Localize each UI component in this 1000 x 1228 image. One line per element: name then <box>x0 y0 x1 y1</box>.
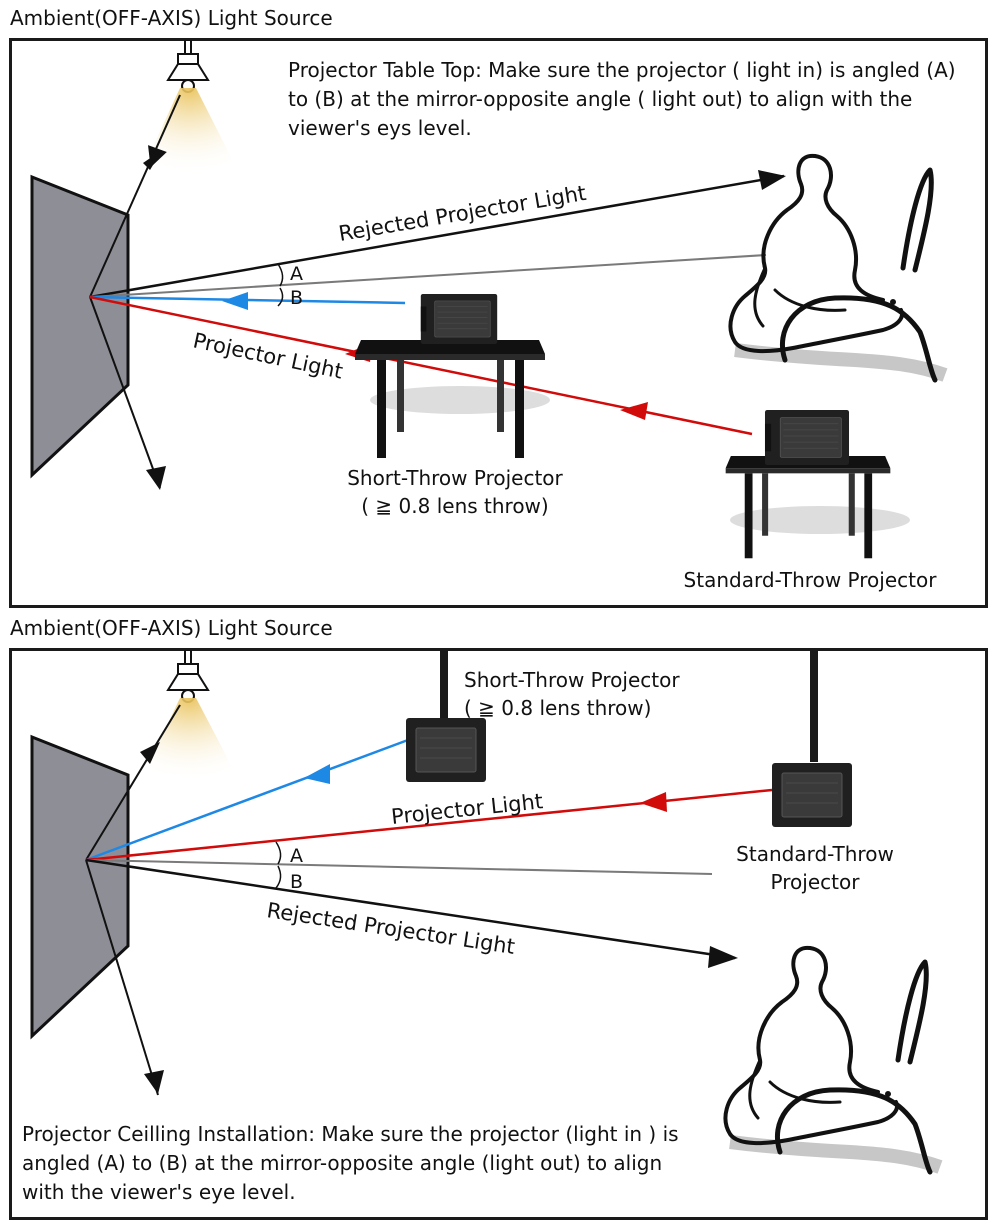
top-ambient-out-ray <box>89 296 161 489</box>
bottom-ambient-out-ray <box>85 859 159 1096</box>
bottom-short-throw-caption: Short-Throw Projector ( ≧ 0.8 lens throw… <box>464 666 704 722</box>
bottom-lamp-icon <box>140 650 240 782</box>
bottom-standard-throw-projector-icon <box>772 762 852 828</box>
bottom-rejected-label: Rejected Projector Light <box>265 898 516 959</box>
top-angle-arc-b <box>277 287 284 307</box>
bottom-screen-icon <box>30 734 130 1040</box>
bottom-angle-b: B <box>290 871 303 893</box>
bottom-instruction-text: Projector Ceilling Installation: Make su… <box>22 1122 679 1204</box>
bottom-short-throw-projector-icon <box>406 718 486 782</box>
bottom-section-label: Ambient(OFF-AXIS) Light Source <box>10 616 333 640</box>
top-standard-throw-projector-icon <box>764 410 850 465</box>
top-instruction-text: Projector Table Top: Make sure the proje… <box>288 58 956 140</box>
bottom-standard-throw-title: Standard-Throw <box>736 842 894 866</box>
top-standard-throw-caption: Standard-Throw Projector <box>683 568 937 592</box>
bottom-standard-throw-pole <box>810 650 818 762</box>
bottom-panel <box>9 648 988 1220</box>
top-ambient-in-ray <box>89 94 181 298</box>
bottom-viewer-axis <box>85 859 713 875</box>
bottom-rejected-light <box>85 858 736 960</box>
top-angle-a: A <box>290 263 303 285</box>
bottom-short-throw-title: Short-Throw Projector <box>464 668 680 692</box>
top-rejected-light <box>89 174 785 299</box>
top-panel <box>9 38 988 608</box>
top-section-label: Ambient(OFF-AXIS) Light Source <box>10 6 333 30</box>
bottom-short-throw-subtitle: ( ≧ 0.8 lens throw) <box>464 696 652 720</box>
top-rejected-label: Rejected Projector Light <box>337 181 588 246</box>
bottom-standard-throw-caption: Standard-Throw Projector <box>712 840 918 896</box>
bottom-standard-throw-subtitle: Projector <box>770 870 860 894</box>
bottom-projector-light-label: Projector Light <box>390 789 544 829</box>
top-angle-b: B <box>290 287 303 309</box>
bottom-short-throw-pole <box>440 650 448 720</box>
bottom-angle-arc-a <box>275 841 282 865</box>
top-short-throw-subtitle: ( ≧ 0.8 lens throw) <box>361 494 549 518</box>
top-screen-icon <box>30 174 130 479</box>
top-short-throw-projector-icon <box>420 294 498 344</box>
bottom-viewer-icon <box>725 948 940 1172</box>
top-short-throw-table-icon <box>355 340 550 458</box>
top-viewer-axis <box>89 254 767 298</box>
bottom-ambient-in-ray <box>85 704 181 861</box>
bottom-angle-a: A <box>290 845 303 867</box>
top-short-throw-caption: Short-Throw Projector ( ≧ 0.8 lens throw… <box>320 464 590 520</box>
bottom-angle-arc-b <box>275 865 282 889</box>
top-angle-arc-a <box>277 263 284 287</box>
bottom-short-throw-light <box>85 738 409 862</box>
top-projector-light-label: Projector Light <box>191 328 345 383</box>
top-standard-throw-table-icon <box>725 456 910 559</box>
top-short-throw-title: Short-Throw Projector <box>347 466 563 490</box>
